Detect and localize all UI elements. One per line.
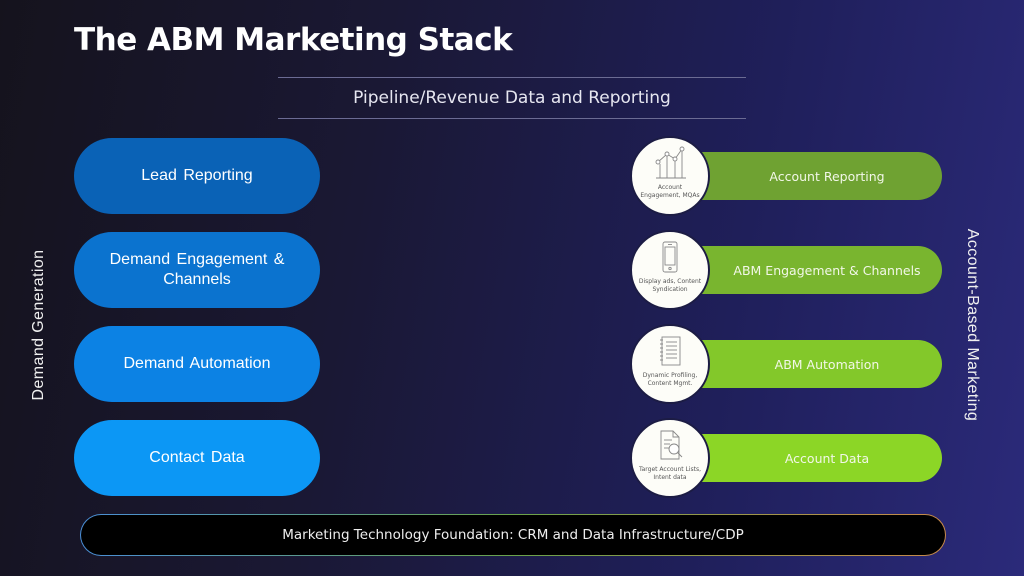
demand-layer-contact-data: Contact Data [74, 420, 320, 496]
abm-layer-account-data: Account Data Target Account Lists, Inten… [630, 418, 942, 498]
abm-icon-circle: Dynamic Profiling, Content Mgmt. [630, 324, 710, 404]
notepad-icon [660, 336, 681, 366]
abm-layer-pill: ABM Engagement & Channels [674, 246, 942, 294]
abm-icon-caption: Account Engagement, MQAs [640, 184, 700, 199]
divider-top [278, 77, 746, 78]
abm-layer-account-reporting: Account Reporting Account Engagement, MQ… [630, 136, 942, 216]
abm-layer-pill: Account Reporting [674, 152, 942, 200]
abm-axis-label: Account-Based Marketing [964, 228, 981, 422]
abm-icon-circle: Target Account Lists, Intent data [630, 418, 710, 498]
mobile-phone-icon [662, 241, 678, 273]
martech-foundation-bar: Marketing Technology Foundation: CRM and… [80, 514, 946, 556]
abm-layer-automation: ABM Automation Dynamic Profiling, Conten… [630, 324, 942, 404]
abm-layer-pill: Account Data [674, 434, 942, 482]
demand-layer-automation: Demand Automation [74, 326, 320, 402]
demand-generation-axis-label: Demand Generation [30, 249, 47, 401]
abm-icon-caption: Target Account Lists, Intent data [638, 466, 702, 481]
pipeline-reporting-label: Pipeline/Revenue Data and Reporting [353, 88, 671, 108]
slide-title: The ABM Marketing Stack [74, 22, 513, 58]
abm-icon-caption: Display ads, Content Syndication [638, 278, 702, 293]
demand-layer-engagement-channels: Demand Engagement & Channels [74, 232, 320, 308]
abm-icon-circle: Display ads, Content Syndication [630, 230, 710, 310]
abm-layer-engagement-channels: ABM Engagement & Channels Display ads, C… [630, 230, 942, 310]
abm-icon-caption: Dynamic Profiling, Content Mgmt. [642, 372, 698, 387]
line-chart-icon [655, 146, 686, 179]
document-search-icon [660, 430, 683, 460]
abm-layer-pill: ABM Automation [674, 340, 942, 388]
demand-layer-lead-reporting: Lead Reporting [74, 138, 320, 214]
divider-bottom [278, 118, 746, 119]
abm-icon-circle: Account Engagement, MQAs [630, 136, 710, 216]
